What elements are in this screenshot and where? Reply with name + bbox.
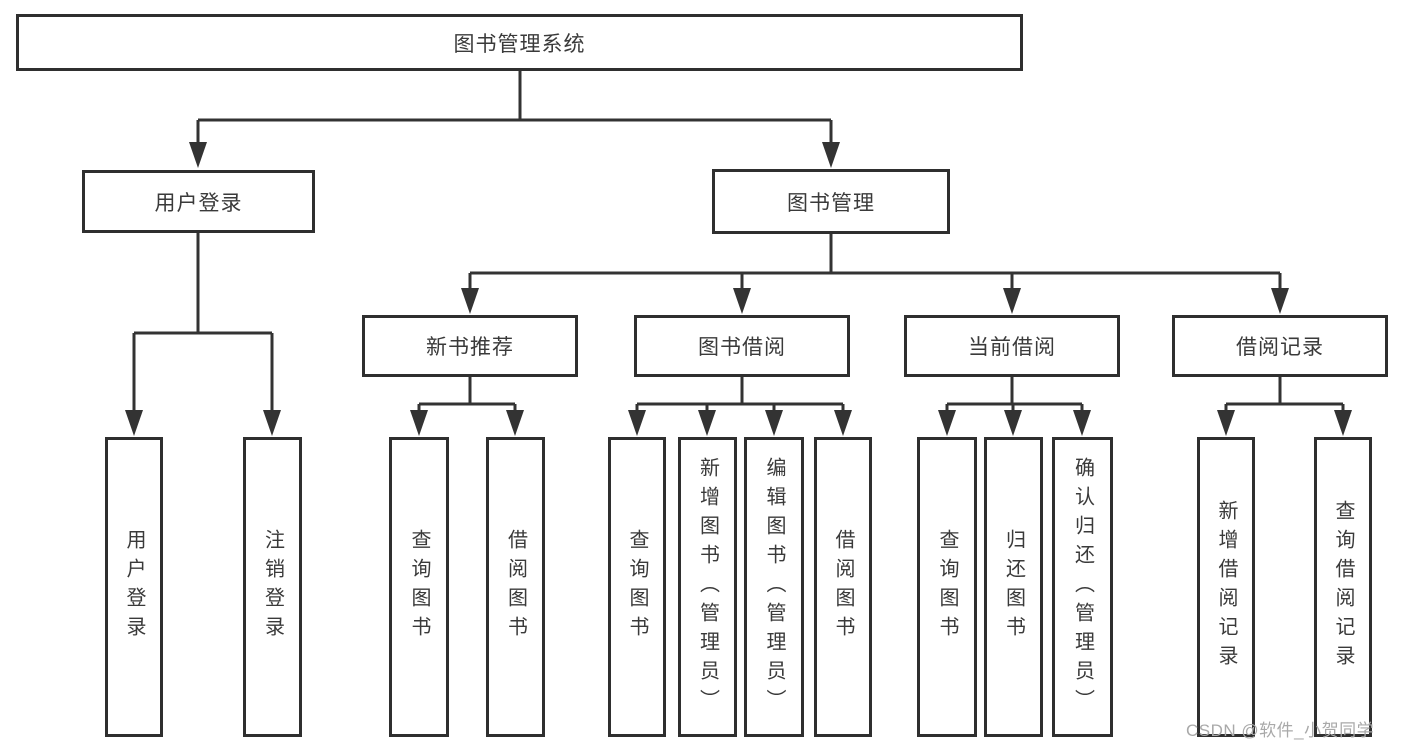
leaf-borrow-books: 借阅图书 (814, 437, 872, 737)
arrowheads (125, 142, 1352, 436)
node-user-login: 用户登录 (82, 170, 315, 233)
leaf-query-books-current: 查询图书 (917, 437, 977, 737)
node-new-book-recommend: 新书推荐 (362, 315, 578, 377)
leaf-borrow-books-recommend-label: 借阅图书 (504, 529, 527, 645)
leaf-return-books: 归还图书 (984, 437, 1043, 737)
leaf-query-books-recommend: 查询图书 (389, 437, 449, 737)
leaf-user-login-label: 用户登录 (123, 529, 145, 645)
node-book-borrow: 图书借阅 (634, 315, 850, 377)
leaf-confirm-return-admin-label: 确认归还（管理员） (1071, 456, 1094, 718)
leaf-edit-book-admin-label: 编辑图书（管理员） (763, 456, 785, 718)
leaf-logout: 注销登录 (243, 437, 302, 737)
leaf-user-login: 用户登录 (105, 437, 163, 737)
leaf-logout-label: 注销登录 (261, 529, 284, 645)
leaf-query-books-current-label: 查询图书 (936, 529, 958, 645)
leaf-query-books-borrow: 查询图书 (608, 437, 666, 737)
leaf-return-books-label: 归还图书 (1002, 529, 1025, 645)
leaf-edit-book-admin: 编辑图书（管理员） (744, 437, 804, 737)
leaf-add-book-admin: 新增图书（管理员） (678, 437, 737, 737)
node-book-management: 图书管理 (712, 169, 950, 234)
leaf-add-borrow-record-label: 新增借阅记录 (1215, 500, 1237, 674)
leaf-add-borrow-record: 新增借阅记录 (1197, 437, 1255, 737)
leaf-query-borrow-record: 查询借阅记录 (1314, 437, 1372, 737)
leaf-borrow-books-label: 借阅图书 (832, 529, 854, 645)
leaf-query-borrow-record-label: 查询借阅记录 (1332, 500, 1354, 674)
node-borrow-records: 借阅记录 (1172, 315, 1388, 377)
leaf-query-books-recommend-label: 查询图书 (408, 529, 430, 645)
leaf-add-book-admin-label: 新增图书（管理员） (696, 456, 719, 718)
node-system-root: 图书管理系统 (16, 14, 1023, 71)
node-current-borrow: 当前借阅 (904, 315, 1120, 377)
csdn-watermark: CSDN @软件_小贺同学 (1186, 721, 1375, 740)
leaf-query-books-borrow-label: 查询图书 (626, 529, 648, 645)
leaf-confirm-return-admin: 确认归还（管理员） (1052, 437, 1113, 737)
leaf-borrow-books-recommend: 借阅图书 (486, 437, 545, 737)
